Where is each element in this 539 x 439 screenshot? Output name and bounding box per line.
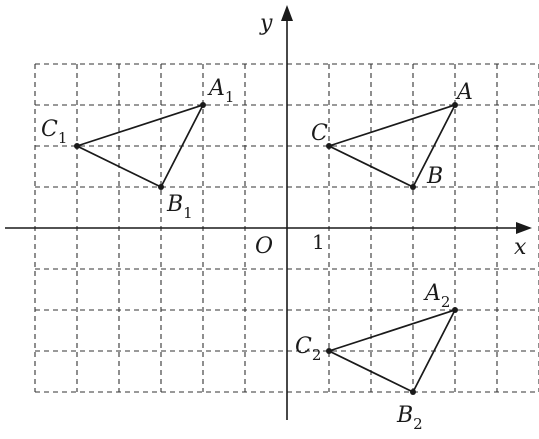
vertex-point-c2: [326, 348, 332, 354]
vertex-subscript-b2: 2: [413, 415, 423, 433]
vertex-label-a: A: [455, 80, 473, 105]
vertex-label-c: C: [311, 121, 328, 146]
origin-label: O: [255, 234, 273, 259]
vertex-label-c2: C2: [295, 334, 321, 364]
vertex-subscript-a2: 2: [441, 293, 451, 311]
triangle-a1b1c1-outline: [74, 103, 205, 189]
vertex-label-c1: C1: [41, 117, 67, 147]
x-axis-arrow-icon: [516, 222, 532, 234]
y-axis-label: y: [259, 11, 273, 36]
triangle-a2b2c2-outline: [326, 308, 457, 394]
vertex-label-a1: A1: [207, 76, 234, 106]
vertex-label-b: B: [426, 164, 443, 189]
vertex-subscript-c1: 1: [58, 129, 68, 147]
axes: x y O 1: [5, 5, 532, 420]
triangle-abc: A B C: [311, 80, 473, 190]
vertex-point-c1: [74, 143, 80, 149]
vertex-point-b: [410, 184, 416, 190]
vertex-label-a2: A2: [423, 281, 450, 311]
vertex-point-c: [326, 143, 332, 149]
vertex-point-a1: [200, 102, 206, 108]
vertex-point-b1: [158, 184, 164, 190]
vertex-point-a2: [452, 307, 458, 313]
vertex-subscript-a1: 1: [225, 88, 235, 106]
vertex-label-b1: B1: [166, 192, 193, 222]
vertex-point-a: [452, 102, 458, 108]
x-axis-label: x: [514, 235, 527, 260]
vertex-subscript-c2: 2: [312, 346, 322, 364]
triangle-abc-outline: [326, 103, 457, 189]
unit-tick-label: 1: [312, 230, 325, 254]
vertex-label-b2: B2: [396, 403, 423, 433]
vertex-point-b2: [410, 389, 416, 395]
vertex-subscript-b1: 1: [183, 204, 193, 222]
y-axis-arrow-icon: [281, 5, 293, 21]
